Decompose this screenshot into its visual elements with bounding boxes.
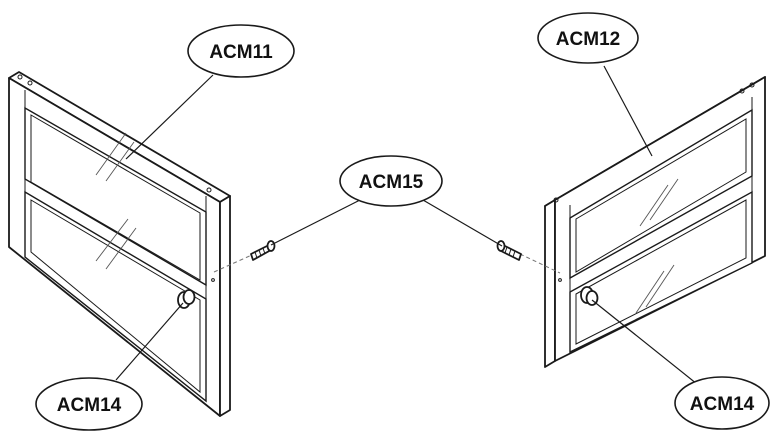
right-hinge-pin bbox=[496, 240, 561, 274]
left-knob bbox=[177, 289, 196, 309]
callout-hinge-pin: ACM15 bbox=[339, 155, 443, 207]
callout-label-left-door: ACM11 bbox=[209, 42, 273, 63]
right-door-glass-reflections bbox=[635, 178, 679, 314]
callout-label-right-door: ACM12 bbox=[556, 29, 620, 50]
left-door-glass-reflections bbox=[95, 132, 137, 270]
callout-right-door: ACM12 bbox=[537, 12, 639, 64]
callout-label-left-knob: ACM14 bbox=[57, 395, 122, 416]
right-glass-door bbox=[544, 76, 766, 368]
callout-left-door: ACM11 bbox=[187, 24, 295, 78]
callout-left-knob: ACM14 bbox=[35, 377, 143, 431]
callout-label-hinge-pin: ACM15 bbox=[359, 172, 424, 193]
left-hinge-pin bbox=[213, 240, 276, 273]
callout-right-knob: ACM14 bbox=[674, 376, 770, 430]
callout-label-right-knob: ACM14 bbox=[690, 394, 755, 415]
left-glass-door bbox=[8, 71, 231, 417]
leader-lines bbox=[115, 65, 698, 385]
